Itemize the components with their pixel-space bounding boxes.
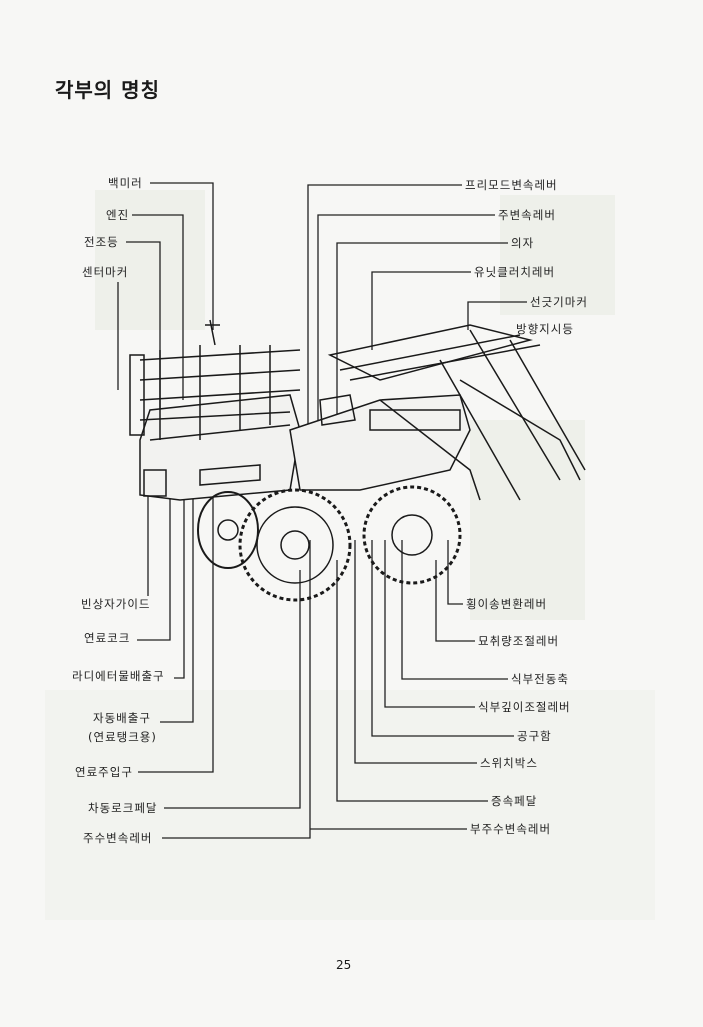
label-toolbox: 공구함 bbox=[517, 729, 552, 743]
leader-line bbox=[174, 470, 185, 679]
label-main-gear-lever: 주변속레버 bbox=[498, 208, 556, 222]
leader-line bbox=[336, 560, 488, 802]
label-switch-box: 스위치박스 bbox=[480, 756, 538, 770]
label-unit-clutch-lever: 유닛클러치레버 bbox=[474, 265, 556, 279]
leader-line bbox=[132, 214, 184, 400]
label-auto-drain: 자동배출구 bbox=[93, 711, 151, 725]
leader-line bbox=[307, 184, 462, 430]
label-sub-shift-lever: 부주수변속레버 bbox=[470, 822, 552, 836]
leader-line bbox=[126, 241, 161, 420]
leader-line bbox=[336, 242, 508, 420]
leader-line bbox=[371, 540, 514, 737]
rice-transplanter-drawing bbox=[129, 319, 586, 602]
label-seedling-lever: 묘취량조절레버 bbox=[478, 634, 560, 648]
page-number: 25 bbox=[336, 958, 352, 972]
leader-line bbox=[137, 480, 171, 641]
label-free-mode-lever: 프리모드변속레버 bbox=[465, 178, 558, 192]
leader-line bbox=[150, 182, 214, 330]
leader-line bbox=[354, 540, 477, 764]
label-empty-box-guide: 빈상자가이드 bbox=[81, 597, 151, 611]
label-line-marker: 선긋기마커 bbox=[530, 295, 588, 309]
label-turn-signal: 방향지시등 bbox=[516, 322, 574, 336]
label-center-marker: 센터마커 bbox=[82, 265, 129, 279]
label-radiator-drain: 라디에터물배출구 bbox=[72, 669, 165, 683]
label-engine: 엔진 bbox=[106, 208, 130, 222]
leader-line bbox=[384, 540, 475, 708]
label-transverse-lever: 횡이송변환레버 bbox=[466, 597, 548, 611]
label-headlight: 전조등 bbox=[84, 235, 119, 249]
label-fuel-inlet: 연료주입구 bbox=[75, 765, 133, 779]
leader-line bbox=[164, 570, 301, 809]
leader-line bbox=[371, 271, 471, 350]
leader-line bbox=[160, 480, 194, 723]
label-main-shift-lever: 주수변속레버 bbox=[83, 831, 153, 845]
label-speed-pedal: 증속페달 bbox=[491, 794, 538, 808]
leader-line bbox=[467, 301, 527, 330]
label-planting-shaft: 식부전동축 bbox=[511, 672, 569, 686]
leader-line bbox=[317, 214, 495, 440]
leader-line bbox=[435, 560, 475, 642]
label-fuel-cock: 연료코크 bbox=[84, 631, 131, 645]
leader-line bbox=[138, 470, 214, 773]
leader-line bbox=[447, 540, 463, 605]
label-auto-drain-note: (연료탱크용) bbox=[88, 730, 157, 744]
bleed-through-panel bbox=[95, 190, 205, 330]
label-planting-depth-lever: 식부깊이조절레버 bbox=[478, 700, 571, 714]
label-seat: 의자 bbox=[511, 236, 535, 250]
leader-line bbox=[401, 540, 508, 680]
label-diff-lock-pedal: 차동로크페달 bbox=[88, 801, 158, 815]
bleed-through-table bbox=[45, 690, 655, 920]
leader-line bbox=[162, 540, 311, 839]
page-title: 각부의 명칭 bbox=[55, 78, 160, 102]
label-backmirror: 백미러 bbox=[108, 176, 143, 190]
bleed-through-panel bbox=[500, 195, 615, 315]
